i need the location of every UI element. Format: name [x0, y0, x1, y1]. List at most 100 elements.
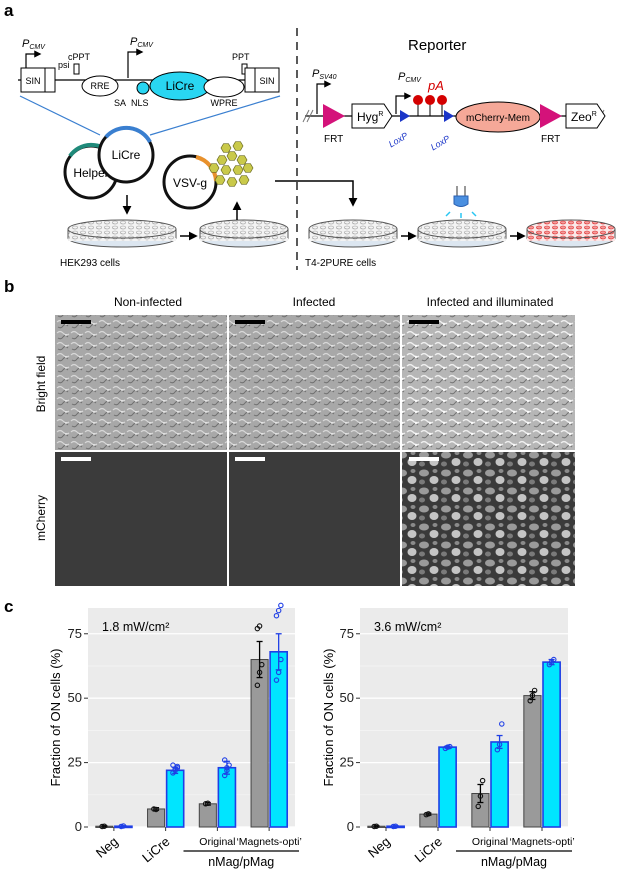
data-point	[101, 823, 108, 829]
data-point	[259, 661, 265, 668]
virus-particle-icon	[242, 163, 254, 173]
wpre-label: WPRE	[211, 98, 238, 108]
scale-bar	[61, 320, 91, 324]
promoter-arrow-icon	[127, 48, 144, 78]
micrograph-bf-illuminated	[402, 315, 575, 450]
x-tick-label: ‘Magnets-opti’	[509, 836, 574, 848]
data-point	[273, 677, 280, 683]
data-point	[527, 698, 533, 704]
virus-particle-icon	[226, 151, 238, 161]
data-point	[118, 823, 124, 830]
licre-plasmid-label: LiCre	[112, 148, 141, 162]
data-point	[278, 656, 284, 663]
data-point	[529, 692, 536, 699]
column-label-illuminated: Infected and illuminated	[427, 295, 554, 309]
column-label-non-infected: Non-infected	[114, 295, 182, 309]
vector-promoter2: PCMV	[130, 36, 154, 49]
data-point	[275, 669, 282, 676]
bar	[165, 769, 185, 828]
column-label-infected: Infected	[293, 295, 336, 309]
reporter-title: Reporter	[408, 37, 466, 54]
bar	[269, 650, 289, 828]
data-point	[477, 793, 484, 799]
bar	[542, 661, 561, 828]
rre-element	[81, 75, 119, 97]
vsvg-label: VSV-g	[173, 176, 207, 190]
y-axis-label: Fraction of ON cells (%)	[48, 649, 63, 787]
zeo-label: ZeoR	[571, 110, 597, 124]
mcherry-label: mCherry-Mem	[466, 113, 530, 124]
t4-2pure-label: T4-2PURE cells	[305, 258, 376, 269]
data-point	[273, 612, 280, 619]
nls-element	[136, 81, 150, 95]
plasmids: Helper LiCre VSV-g	[63, 125, 218, 210]
virus-particle-icon	[220, 143, 232, 153]
nls-label: NLS	[131, 98, 149, 108]
data-point	[221, 757, 228, 763]
dish-illuminated	[417, 219, 507, 248]
data-point	[425, 811, 432, 817]
data-point	[256, 669, 263, 676]
row-label-mcherry: mCherry	[34, 495, 48, 541]
virus-particle-icon	[236, 155, 248, 165]
micrograph-bf-infected	[229, 315, 400, 450]
frt-label-left: FRT	[324, 134, 343, 145]
dish-hek293-virus	[199, 219, 289, 248]
group-label: nMag/pMag	[208, 855, 274, 869]
ppt-label: PPT	[232, 52, 250, 62]
y-tick-label: 50	[68, 690, 82, 705]
bar	[490, 741, 509, 828]
virus-particle-icon	[216, 155, 228, 165]
y-tick-label: 50	[340, 690, 354, 705]
micrograph-mcherry-non-infected	[55, 452, 227, 586]
y-tick-label: 0	[347, 819, 354, 834]
ltr-box-right	[244, 67, 256, 93]
sa-label: SA	[114, 98, 126, 108]
x-tick-label: Original	[472, 836, 508, 848]
scale-bar	[409, 457, 439, 461]
data-point	[153, 806, 159, 813]
reporter-promoter2: PCMV	[398, 71, 422, 84]
zeo-gene	[565, 103, 606, 129]
virus-particle-icon	[232, 165, 244, 175]
dish-t4-2pure	[308, 219, 398, 248]
hyg-label: HygR	[357, 110, 383, 124]
bar	[438, 746, 457, 828]
helper-label: Helper	[73, 166, 108, 180]
scale-bar	[235, 457, 265, 461]
sin-label-left: SIN	[25, 76, 40, 86]
dish-hek293	[67, 219, 177, 248]
data-point	[371, 823, 377, 830]
dish-red-cells	[526, 219, 616, 248]
data-point	[202, 801, 209, 807]
panel-a-label: a	[4, 1, 14, 20]
data-point	[373, 823, 380, 829]
loxp-triangle-right	[444, 110, 454, 122]
sin-label-right: SIN	[259, 76, 274, 86]
hek293-label: HEK293 cells	[60, 258, 120, 269]
data-point	[224, 764, 230, 771]
scale-bar	[61, 457, 91, 461]
x-tick-label: Original	[199, 836, 235, 848]
y-axis-label: Fraction of ON cells (%)	[321, 649, 336, 787]
data-point	[278, 602, 284, 609]
hyg-gene	[351, 103, 393, 129]
pa-label: pA	[427, 78, 444, 93]
y-tick-label: 25	[340, 755, 354, 770]
virus-particle-icon	[208, 163, 220, 173]
pa-stop-icon	[413, 95, 447, 116]
wpre-element	[203, 76, 245, 98]
data-point	[475, 803, 481, 810]
data-point	[275, 607, 282, 614]
data-point	[151, 806, 157, 812]
x-tick-label: ‘Magnets-opti’	[236, 836, 301, 848]
virus-particle-icon	[226, 177, 238, 187]
virus-particle-icon	[238, 175, 250, 185]
micrograph-mcherry-illuminated	[402, 452, 575, 586]
cppt-box	[73, 63, 80, 75]
cppt-label: cPPT	[68, 52, 91, 62]
virus-particle-icon	[220, 165, 232, 175]
